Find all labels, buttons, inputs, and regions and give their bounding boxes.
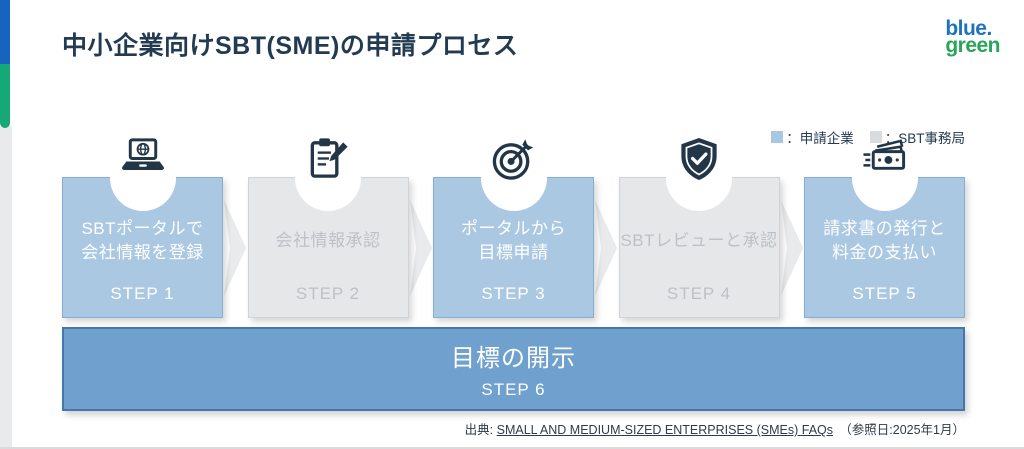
banknotes-icon — [861, 135, 908, 182]
step-1-box: SBTポータルで 会社情報を登録 STEP 1 — [62, 138, 223, 318]
step-number: STEP 3 — [481, 284, 546, 303]
source-prefix: 出典: — [464, 423, 497, 437]
step-label: 会社情報承認 — [275, 231, 381, 251]
step-3-box: ポータルから 目標申請 STEP 3 — [433, 139, 594, 318]
step-label: 請求書の発行と 料金の支払い — [823, 219, 946, 262]
clipboard-pencil-icon — [305, 135, 352, 182]
step-label: ポータルから 目標申請 — [461, 219, 566, 262]
step-number: STEP 5 — [852, 284, 917, 303]
legend-item-sbt-office: ：SBT事務局 — [869, 127, 965, 147]
source-suffix: （参照日:2025年1月） — [833, 423, 965, 437]
legend-item-applicant: ：申請企業 — [771, 127, 854, 147]
gray-square-icon — [869, 131, 882, 143]
chevron-right-icon — [594, 196, 618, 300]
legend-label: ：SBT事務局 — [884, 131, 965, 146]
step-number: STEP 4 — [666, 284, 732, 303]
target-arrow-icon — [490, 135, 537, 182]
left-edge-strip-gray — [0, 126, 12, 449]
step-5-box: 請求書の発行と 料金の支払い STEP 5 — [804, 139, 965, 318]
shield-check-icon — [676, 135, 723, 182]
blue-square-icon — [771, 131, 784, 143]
icon-backdrop-circle — [851, 145, 918, 211]
slide-bottom-border — [0, 447, 1024, 449]
logo-line-blue: blue. — [945, 17, 992, 40]
step-number: STEP 1 — [110, 284, 175, 303]
step-2-box: 会社情報承認 STEP 2 — [247, 138, 409, 318]
step-label: SBTポータルで 会社情報を登録 — [81, 219, 204, 262]
laptop-globe-icon — [119, 135, 166, 182]
process-steps-row: SBTポータルで 会社情報を登録 STEP 1 会社情報承認 STEP 2 — [62, 137, 965, 318]
step-number: STEP 2 — [295, 284, 361, 303]
step-number: STEP 6 — [481, 380, 546, 399]
step-4-box: SBTレビューと承認 STEP 4 — [618, 137, 780, 318]
chevron-right-icon — [409, 196, 433, 300]
chevron-right-icon — [223, 196, 247, 300]
icon-backdrop-circle — [295, 145, 361, 211]
logo-line-green: green — [945, 34, 1000, 57]
final-step-title: 目標の開示 — [451, 345, 576, 372]
left-edge-strip-blue — [0, 0, 10, 70]
left-edge-strip-green — [0, 64, 10, 128]
source-citation: 出典: SMALL AND MEDIUM-SIZED ENTERPRISES (… — [465, 419, 965, 438]
step-label: SBTレビューと承認 — [620, 231, 778, 251]
bluegreen-logo: blue. green — [945, 17, 1000, 57]
step-6-bar: 目標の開示 STEP 6 — [62, 327, 965, 411]
icon-backdrop-circle — [109, 145, 176, 211]
page-title: 中小企業向けSBT(SME)の申請プロセス — [62, 32, 519, 60]
legend: ：申請企業 ：SBT事務局 — [771, 127, 965, 147]
legend-label: ：申請企業 — [786, 131, 854, 146]
chevron-right-icon — [780, 196, 804, 300]
source-link[interactable]: SMALL AND MEDIUM-SIZED ENTERPRISES (SMEs… — [496, 423, 834, 437]
